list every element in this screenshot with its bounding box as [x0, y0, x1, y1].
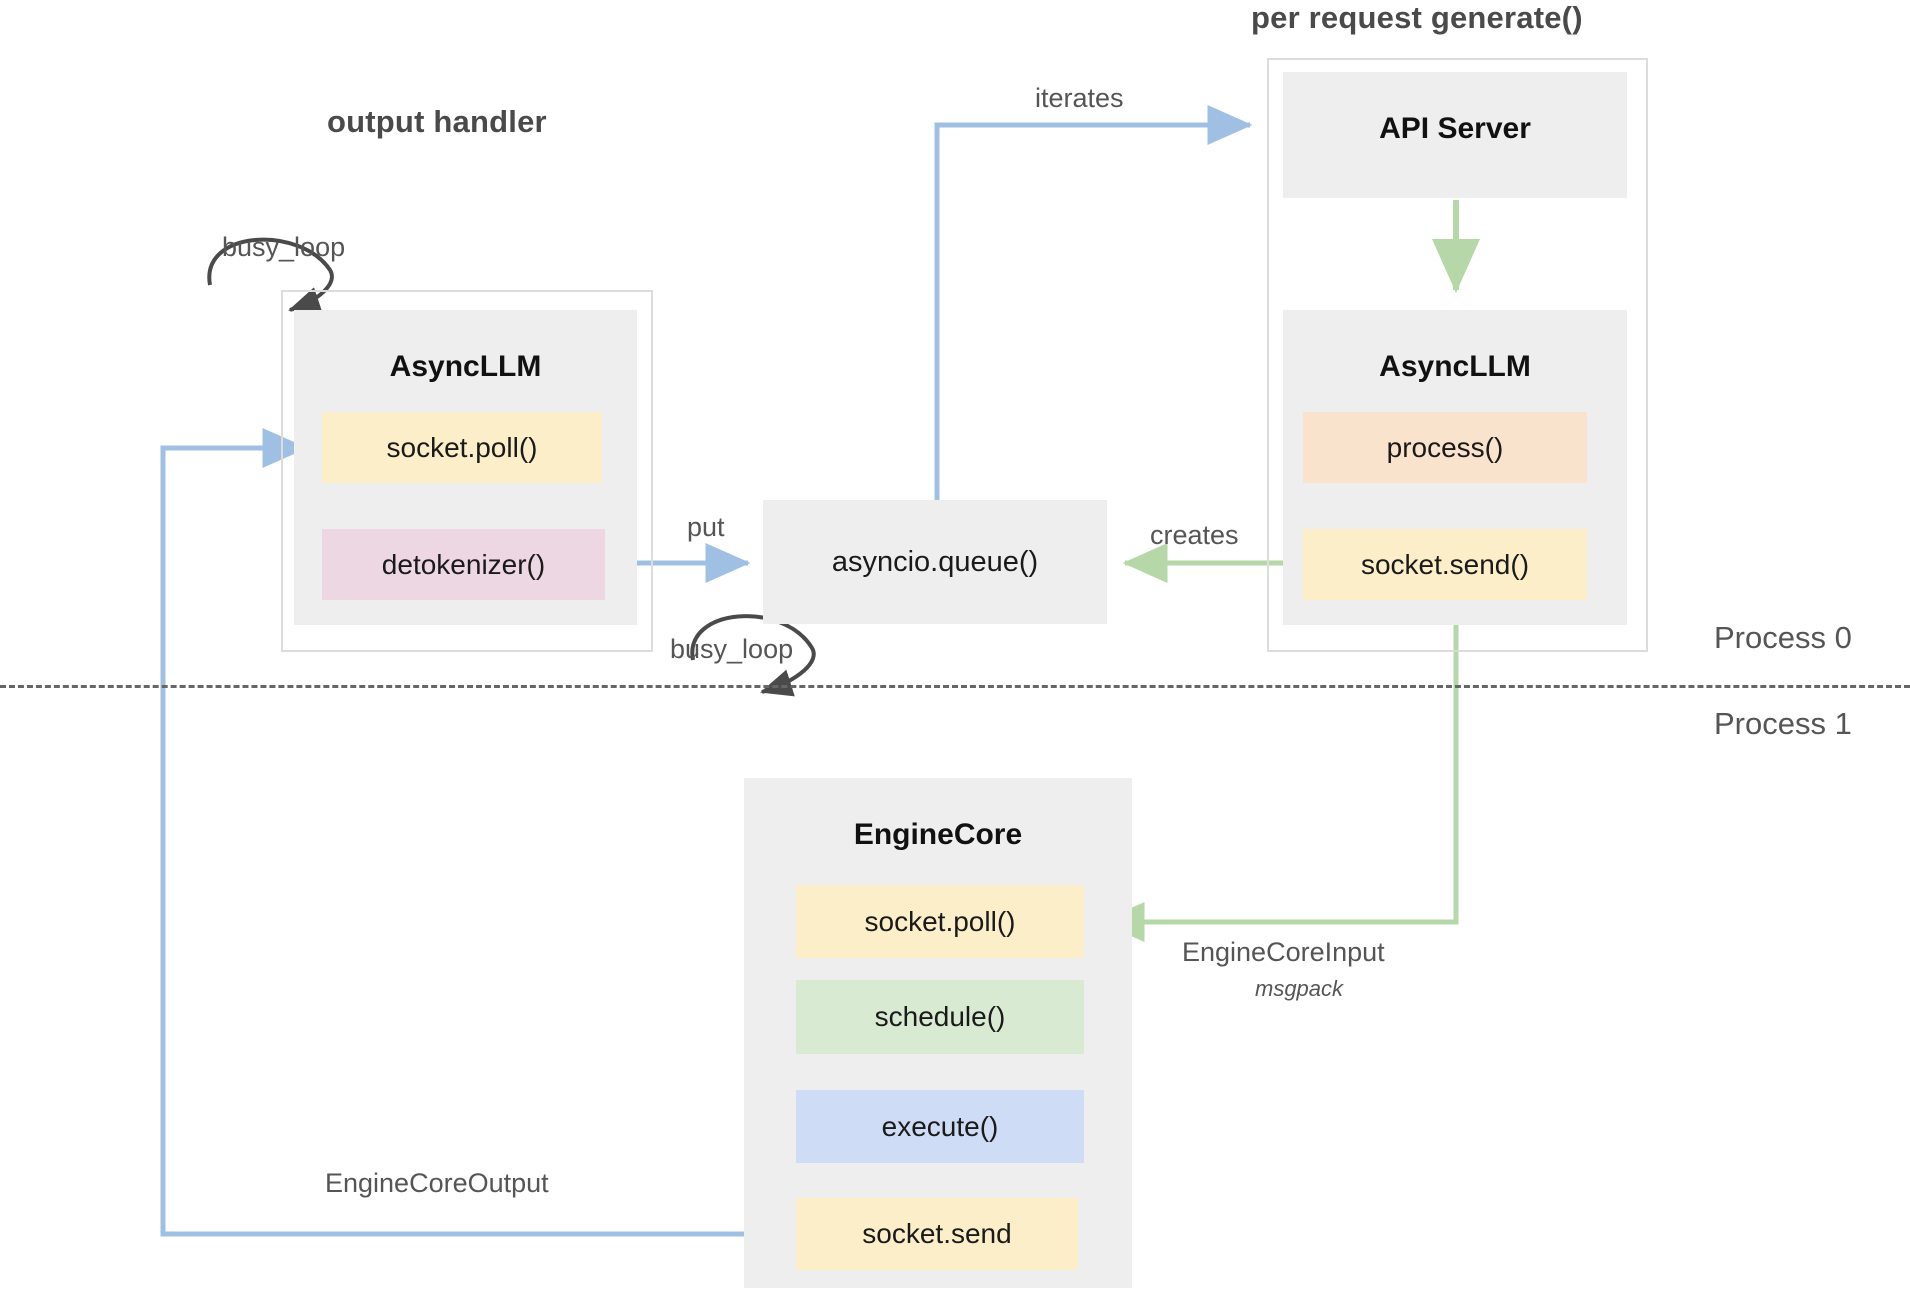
- chip-output-handler-socket-poll[interactable]: socket.poll(): [322, 412, 602, 483]
- output-handler-asyncllm-title: AsyncLLM: [389, 350, 542, 383]
- api-server-title: API Server: [1379, 112, 1531, 145]
- process-1-label: Process 1: [1714, 706, 1852, 741]
- process-divider: [0, 685, 1910, 688]
- engine-core-input-label: EngineCoreInput: [1182, 937, 1385, 967]
- chip-engine-core-schedule[interactable]: schedule(): [796, 980, 1084, 1054]
- output-handler-title: output handler: [327, 104, 547, 139]
- busy-loop-label-engine-core: busy_loop: [670, 634, 794, 664]
- per-request-generate-title: per request generate(): [1251, 0, 1583, 35]
- per-request-generate-container: [1267, 58, 1648, 652]
- engine-core-title: EngineCore: [853, 818, 1023, 851]
- asyncio-queue-node[interactable]: asyncio.queue(): [763, 500, 1107, 624]
- output-handler-container: [281, 290, 653, 652]
- chip-engine-core-execute[interactable]: execute(): [796, 1090, 1084, 1163]
- engine-core-input-format-label: msgpack: [1255, 976, 1344, 1001]
- chip-output-handler-detokenizer[interactable]: detokenizer(): [322, 529, 605, 600]
- creates-label: creates: [1150, 520, 1239, 550]
- chip-request-process[interactable]: process(): [1303, 412, 1587, 483]
- process-0-label: Process 0: [1714, 620, 1852, 655]
- chip-engine-core-socket-poll[interactable]: socket.poll(): [796, 885, 1084, 958]
- iterates-label: iterates: [1035, 83, 1124, 113]
- busy-loop-label-output-handler: busy_loop: [222, 232, 346, 262]
- chip-request-socket-send[interactable]: socket.send(): [1303, 529, 1587, 600]
- put-label: put: [687, 512, 725, 542]
- chip-engine-core-socket-send[interactable]: socket.send: [796, 1198, 1078, 1270]
- request-asyncllm-title: AsyncLLM: [1379, 350, 1531, 383]
- api-server-panel[interactable]: API Server: [1283, 72, 1627, 198]
- engine-core-output-label: EngineCoreOutput: [325, 1168, 549, 1198]
- iterates-arrow: [934, 105, 1253, 500]
